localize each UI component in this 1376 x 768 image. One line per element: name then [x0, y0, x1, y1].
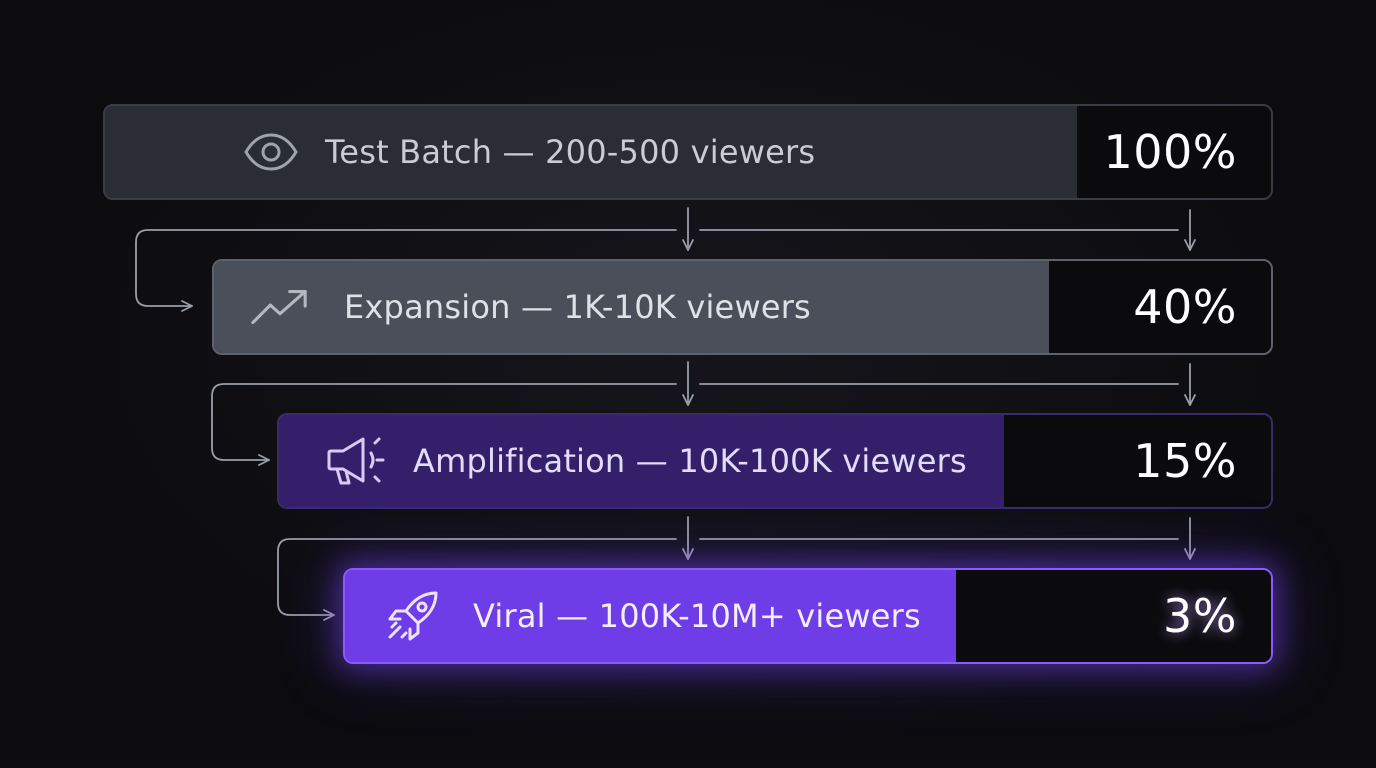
stage-label-area: Expansion — 1K-10K viewers [214, 261, 1049, 353]
eye-icon [241, 122, 301, 182]
megaphone-icon [325, 431, 385, 491]
trending-up-icon [250, 277, 310, 337]
stage-percent: 15% [1133, 434, 1237, 488]
stage-percent-area: 15% [1004, 415, 1271, 507]
stage-percent-area: 100% [1077, 106, 1271, 198]
stage-percent-area: 40% [1049, 261, 1271, 353]
stage-test-batch: Test Batch — 200-500 viewers 100% [103, 104, 1273, 200]
rocket-icon [383, 586, 443, 646]
stage-amplification: Amplification — 10K-100K viewers 15% [277, 413, 1273, 509]
stage-percent: 3% [1163, 589, 1237, 643]
stage-label-area: Amplification — 10K-100K viewers [279, 415, 1004, 507]
stage-percent: 100% [1103, 125, 1237, 179]
stage-label: Viral — 100K-10M+ viewers [473, 597, 921, 635]
stage-percent-area: 3% [956, 570, 1271, 662]
stage-label-area: Viral — 100K-10M+ viewers [345, 570, 956, 662]
stage-label: Amplification — 10K-100K viewers [413, 442, 967, 480]
stage-expansion: Expansion — 1K-10K viewers 40% [212, 259, 1273, 355]
stage-percent: 40% [1133, 280, 1237, 334]
stage-label-area: Test Batch — 200-500 viewers [105, 106, 1077, 198]
stage-label: Expansion — 1K-10K viewers [344, 288, 811, 326]
stage-label: Test Batch — 200-500 viewers [325, 133, 816, 171]
stage-viral: Viral — 100K-10M+ viewers 3% [343, 568, 1273, 664]
